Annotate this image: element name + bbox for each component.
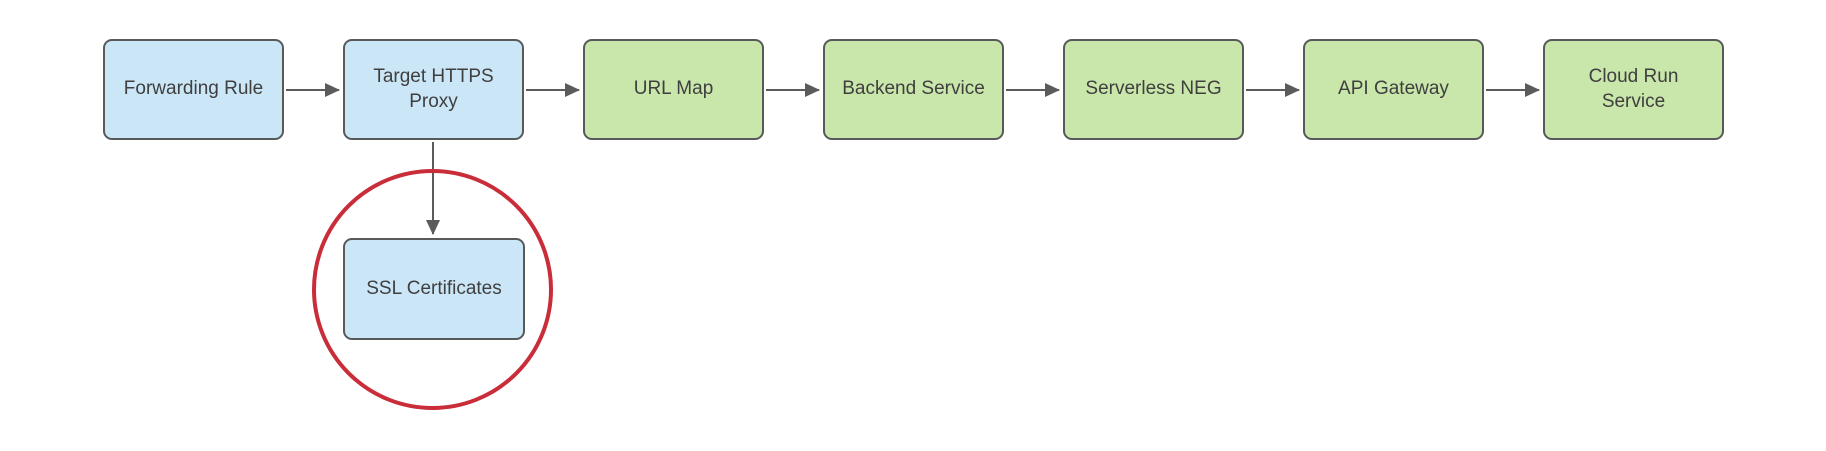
- node-forwarding-rule: Forwarding Rule: [103, 39, 284, 140]
- highlight-circle-annotation: [312, 169, 553, 410]
- node-ssl-certificates: SSL Certificates: [343, 238, 525, 340]
- node-target-https-proxy: Target HTTPS Proxy: [343, 39, 524, 140]
- node-api-gateway: API Gateway: [1303, 39, 1484, 140]
- node-url-map: URL Map: [583, 39, 764, 140]
- node-serverless-neg: Serverless NEG: [1063, 39, 1244, 140]
- node-cloud-run-service: Cloud Run Service: [1543, 39, 1724, 140]
- node-backend-service: Backend Service: [823, 39, 1004, 140]
